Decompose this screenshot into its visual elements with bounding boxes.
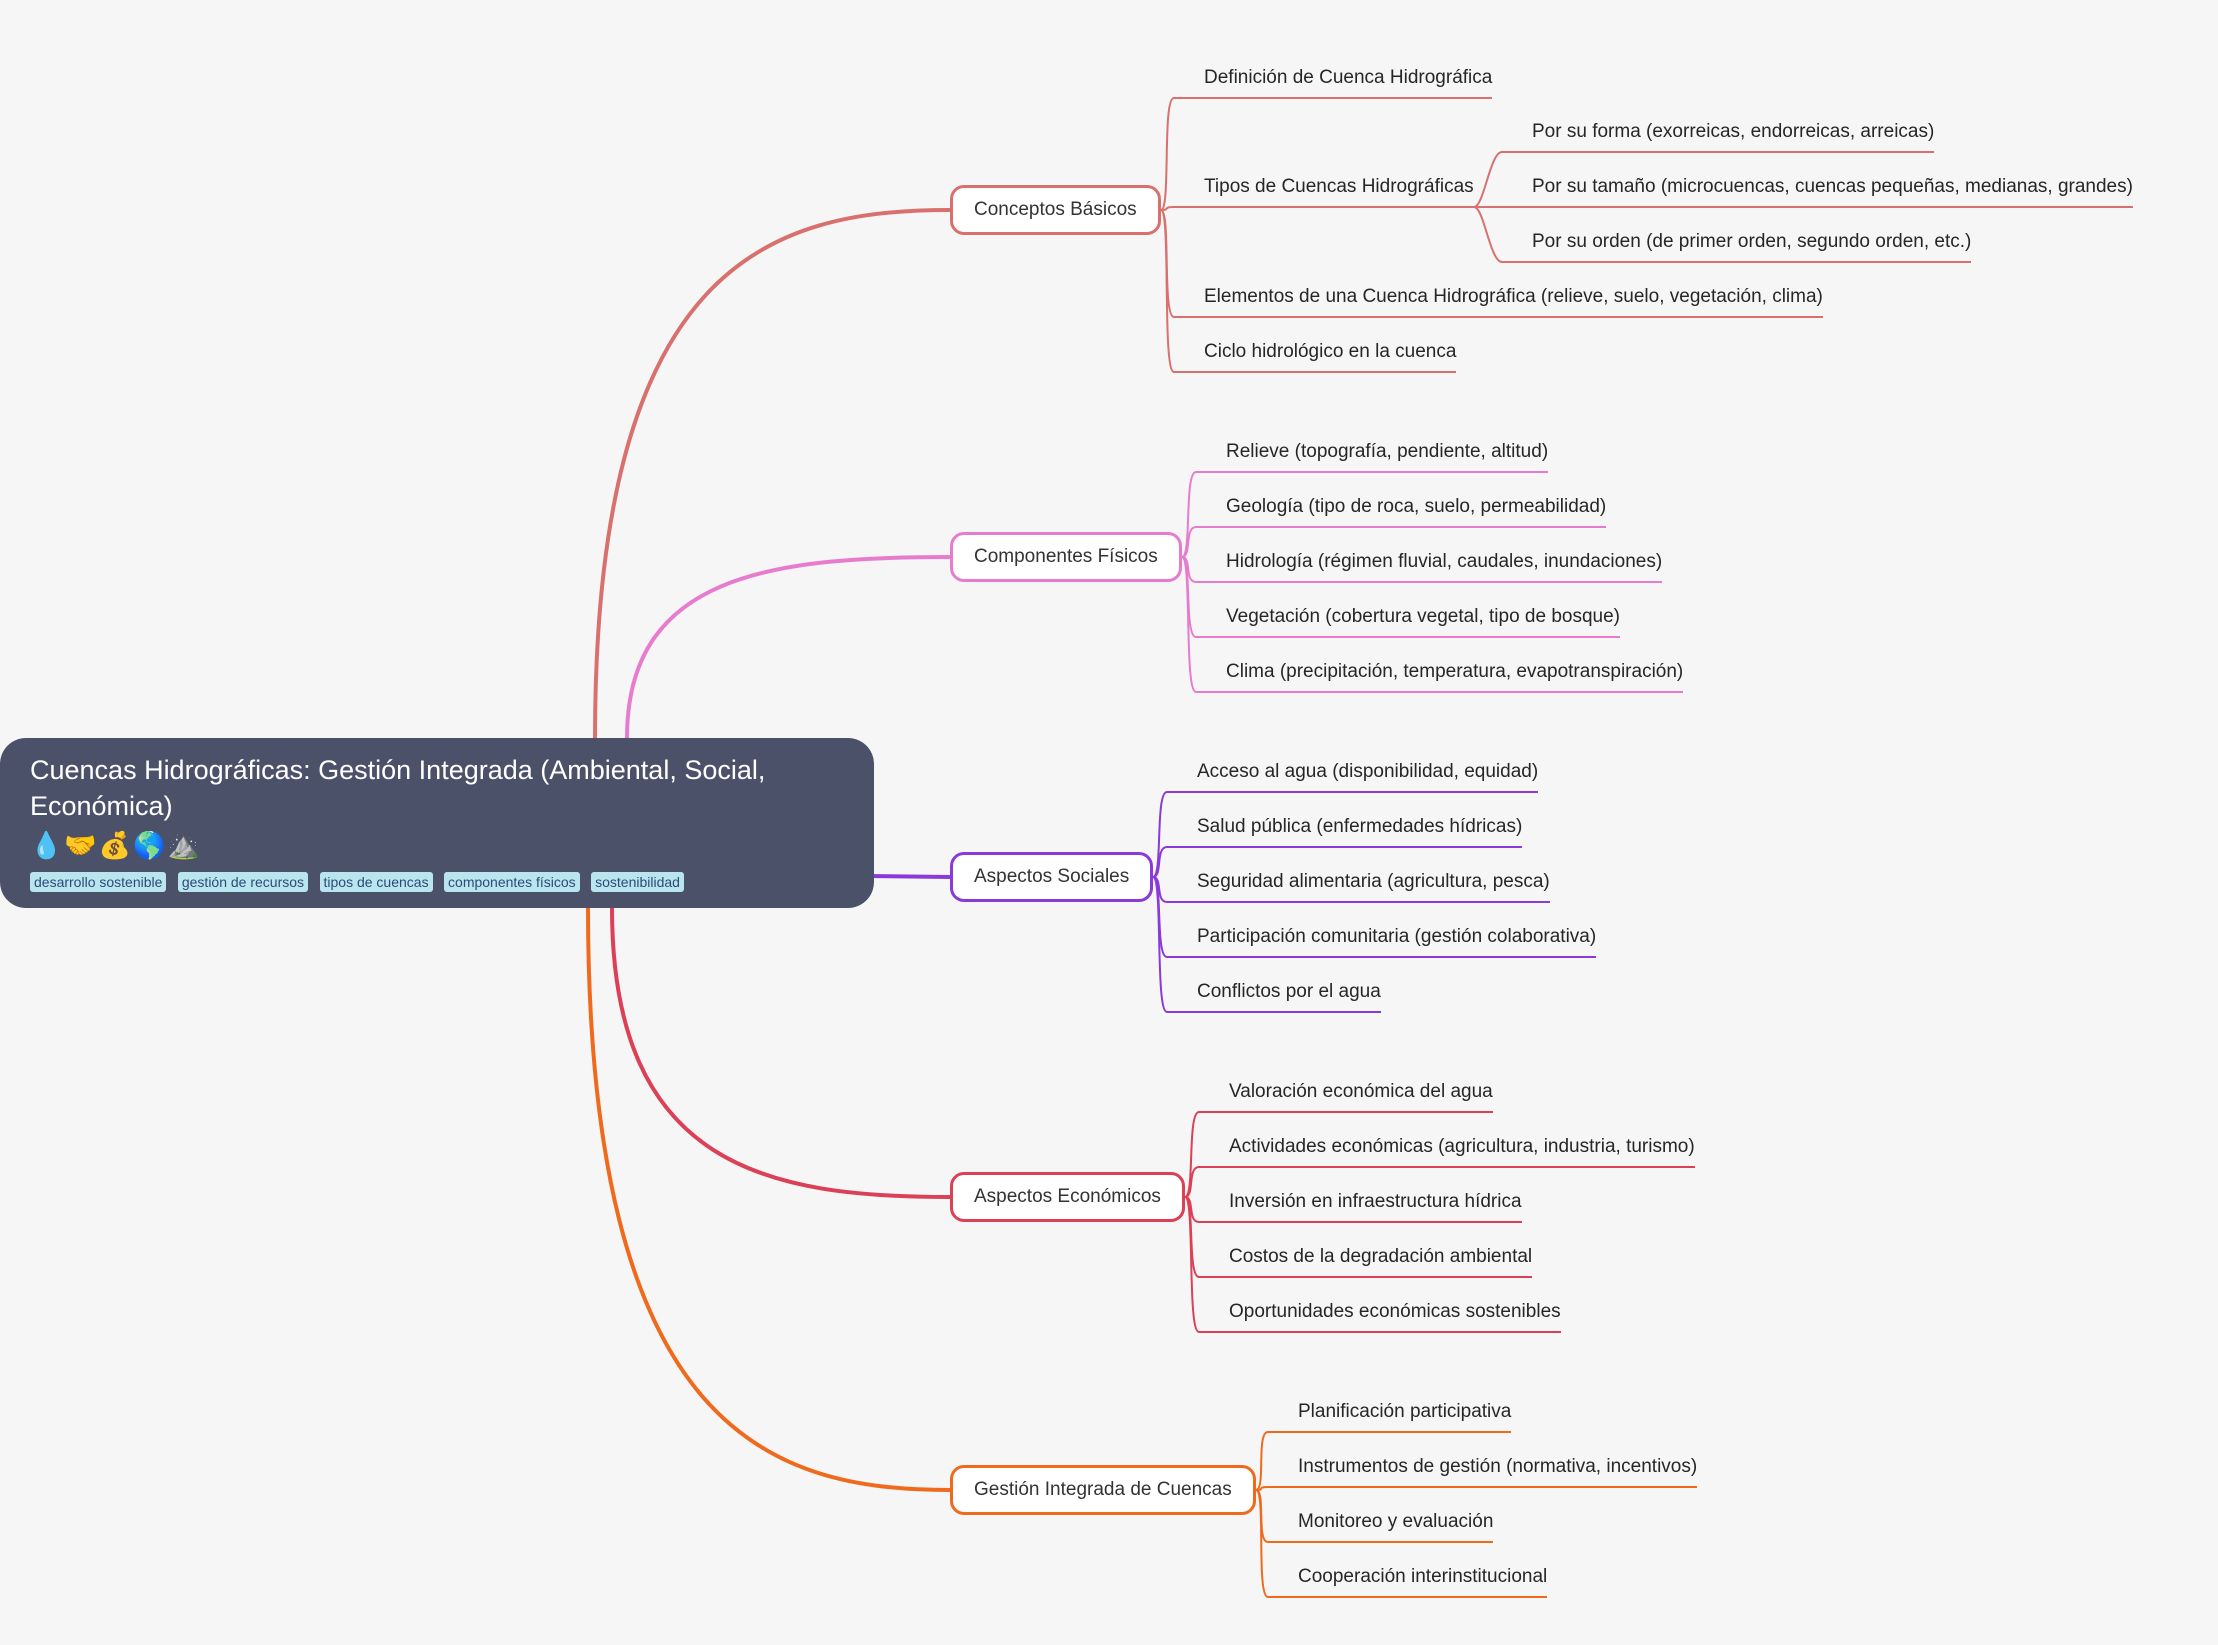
branch-to-leaf-connector xyxy=(1255,1486,1697,1491)
leaf-salud-publica[interactable]: Salud pública (enfermedades hídricas) xyxy=(1197,814,1523,848)
branch-to-leaf-connector xyxy=(1181,471,1548,558)
leaf-to-subleaf-connector xyxy=(1473,151,1934,208)
branch-aspectos-economicos[interactable]: Aspectos Económicos xyxy=(950,1172,1185,1222)
root-to-branch-connector xyxy=(864,874,951,879)
leaf-actividades-economicas[interactable]: Actividades económicas (agricultura, ind… xyxy=(1229,1134,1695,1168)
leaf-geologia[interactable]: Geología (tipo de roca, suelo, permeabil… xyxy=(1226,494,1607,528)
tag: tipos de cuencas xyxy=(319,872,433,892)
branch-to-leaf-connector xyxy=(1181,556,1683,693)
leaf-instrumentos-gestion[interactable]: Instrumentos de gestión (normativa, ince… xyxy=(1298,1454,1698,1488)
branch-to-leaf-connector xyxy=(1255,1489,1547,1598)
leaf-monitoreo-evaluacion[interactable]: Monitoreo y evaluación xyxy=(1298,1509,1494,1543)
leaf-elementos-cuenca[interactable]: Elementos de una Cuenca Hidrográfica (re… xyxy=(1204,284,1823,318)
leaf-cooperacion-interinstitucional[interactable]: Cooperación interinstitucional xyxy=(1298,1564,1548,1598)
leaf-por-su-tamano[interactable]: Por su tamaño (microcuencas, cuencas peq… xyxy=(1532,174,2133,208)
root-title: Cuencas Hidrográficas: Gestión Integrada… xyxy=(30,755,766,821)
branch-to-leaf-connector xyxy=(1152,876,1381,1013)
root-tags: desarrollo sostenible gestión de recurso… xyxy=(30,872,844,892)
branch-to-leaf-connector xyxy=(1181,526,1606,558)
leaf-ciclo-hidrologico[interactable]: Ciclo hidrológico en la cuenca xyxy=(1204,339,1457,373)
leaf-seguridad-alimentaria[interactable]: Seguridad alimentaria (agricultura, pesc… xyxy=(1197,869,1550,903)
branch-to-leaf-connector xyxy=(1184,1196,1561,1333)
leaf-vegetacion[interactable]: Vegetación (cobertura vegetal, tipo de b… xyxy=(1226,604,1620,638)
tag: gestión de recursos xyxy=(177,872,309,892)
leaf-oportunidades-sostenibles[interactable]: Oportunidades económicas sostenibles xyxy=(1229,1299,1561,1333)
leaf-por-su-forma[interactable]: Por su forma (exorreicas, endorreicas, a… xyxy=(1532,119,1935,153)
tag: componentes físicos xyxy=(444,872,580,892)
leaf-relieve[interactable]: Relieve (topografía, pendiente, altitud) xyxy=(1226,439,1549,473)
leaf-por-su-orden[interactable]: Por su orden (de primer orden, segundo o… xyxy=(1532,229,1972,263)
root-emoji-icons: 💧🤝💰🌎⛰️ xyxy=(30,830,202,860)
branch-to-leaf-connector xyxy=(1152,846,1522,878)
branch-to-leaf-connector xyxy=(1160,97,1492,211)
branch-componentes-fisicos[interactable]: Componentes Físicos xyxy=(950,532,1182,582)
leaf-definicion-cuenca[interactable]: Definición de Cuenca Hidrográfica xyxy=(1204,65,1493,99)
branch-aspectos-sociales[interactable]: Aspectos Sociales xyxy=(950,852,1154,902)
leaf-to-subleaf-connector xyxy=(1473,206,1971,263)
root-node[interactable]: Cuencas Hidrográficas: Gestión Integrada… xyxy=(0,738,874,908)
leaf-clima[interactable]: Clima (precipitación, temperatura, evapo… xyxy=(1226,659,1684,693)
tag: sostenibilidad xyxy=(591,872,684,892)
root-to-branch-connector xyxy=(586,907,951,1492)
leaf-acceso-agua[interactable]: Acceso al agua (disponibilidad, equidad) xyxy=(1197,759,1539,793)
leaf-participacion-comunitaria[interactable]: Participación comunitaria (gestión colab… xyxy=(1197,924,1597,958)
leaf-costos-degradacion[interactable]: Costos de la degradación ambiental xyxy=(1229,1244,1533,1278)
root-to-branch-connector xyxy=(625,555,951,739)
tag: desarrollo sostenible xyxy=(30,872,167,892)
branch-conceptos-basicos[interactable]: Conceptos Básicos xyxy=(950,185,1161,235)
branch-to-leaf-connector xyxy=(1152,791,1538,878)
branch-to-leaf-connector xyxy=(1160,206,1474,211)
branch-to-leaf-connector xyxy=(1184,1166,1695,1198)
leaf-planificacion-participativa[interactable]: Planificación participativa xyxy=(1298,1399,1512,1433)
leaf-inversion-infraestructura[interactable]: Inversión en infraestructura hídrica xyxy=(1229,1189,1522,1223)
branch-to-leaf-connector xyxy=(1160,209,1456,373)
root-to-branch-connector xyxy=(593,208,951,739)
branch-to-leaf-connector xyxy=(1184,1111,1493,1198)
branch-to-leaf-connector xyxy=(1255,1431,1511,1491)
leaf-hidrologia[interactable]: Hidrología (régimen fluvial, caudales, i… xyxy=(1226,549,1663,583)
branch-gestion-integrada[interactable]: Gestión Integrada de Cuencas xyxy=(950,1465,1256,1515)
root-to-branch-connector xyxy=(610,907,951,1199)
leaf-valoracion-economica[interactable]: Valoración económica del agua xyxy=(1229,1079,1493,1113)
leaf-conflictos-agua[interactable]: Conflictos por el agua xyxy=(1197,979,1381,1013)
leaf-tipos-cuencas[interactable]: Tipos de Cuencas Hidrográficas xyxy=(1204,174,1474,208)
